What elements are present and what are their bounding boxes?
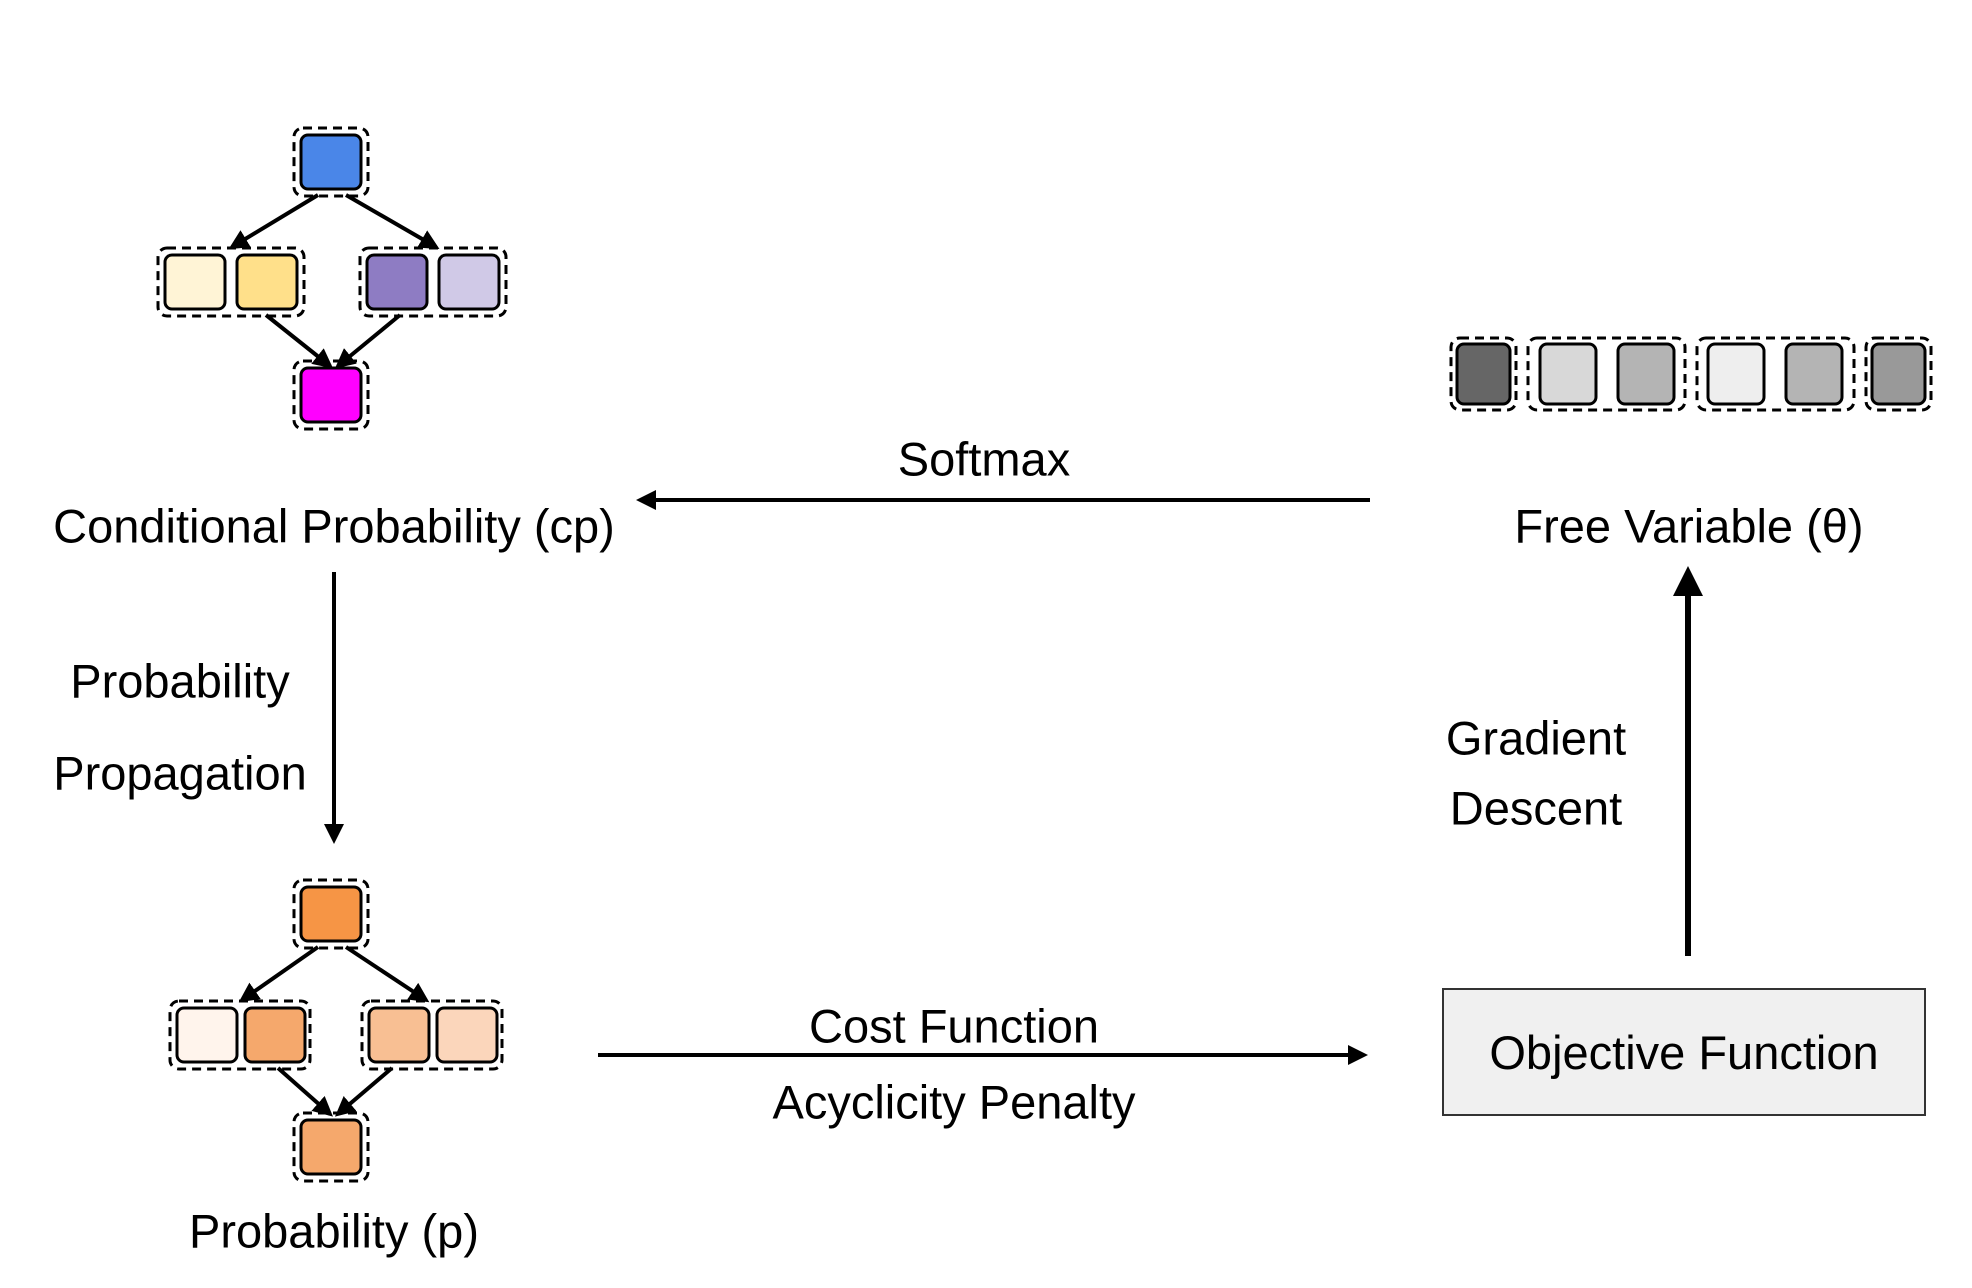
cp-edge-right-leaf <box>334 313 402 369</box>
acyclicity-penalty-label: Acyclicity Penalty <box>772 1075 1136 1129</box>
cost-function-label: Cost Function <box>809 999 1099 1053</box>
p-right-group <box>360 999 504 1071</box>
objective-function-label: Objective Function <box>1489 1025 1879 1079</box>
cp-right-node-a <box>365 253 429 311</box>
cp-root-group <box>292 126 370 198</box>
p-root-group <box>292 878 370 950</box>
cp-edge-left-leaf <box>264 313 334 369</box>
p-left-node-a <box>175 1006 239 1064</box>
p-edge-root-left <box>238 945 320 1003</box>
theta-group-4 <box>1864 336 1933 412</box>
p-left-group <box>168 999 312 1071</box>
propagation-label-line1: Probability <box>70 654 290 708</box>
p-leaf-node <box>299 1118 363 1176</box>
theta-group-3 <box>1695 336 1856 412</box>
theta-cell-5 <box>1784 342 1844 406</box>
cp-root-node <box>299 133 363 191</box>
p-root-node <box>299 885 363 943</box>
theta-cell-1 <box>1455 342 1512 406</box>
p-edge-right-leaf <box>334 1066 394 1117</box>
theta-cell-2 <box>1538 342 1598 406</box>
p-graph <box>168 878 504 1183</box>
theta-cell-4 <box>1706 342 1766 406</box>
free-variable-label: Free Variable (θ) <box>1514 499 1864 553</box>
cp-edge-root-right <box>344 193 440 250</box>
cp-edge-root-left <box>228 193 320 250</box>
theta-group-2 <box>1526 336 1687 412</box>
p-right-node-b <box>435 1006 499 1064</box>
conditional-probability-label: Conditional Probability (cp) <box>53 499 615 553</box>
theta-group-1 <box>1449 336 1518 412</box>
cp-right-group <box>358 246 508 318</box>
p-edge-root-right <box>344 945 430 1003</box>
softmax-label: Softmax <box>897 432 1071 486</box>
cp-left-node-b <box>235 253 299 311</box>
cp-leaf-node <box>299 366 363 424</box>
cp-graph <box>156 126 508 431</box>
cp-leaf-group <box>292 359 370 431</box>
p-right-node-a <box>367 1006 431 1064</box>
propagation-label-line2: Propagation <box>53 746 307 800</box>
objective-function-box: Objective Function <box>1442 988 1926 1116</box>
gradient-label-line1: Gradient <box>1445 711 1627 765</box>
gradient-label-line2: Descent <box>1449 781 1623 835</box>
p-edge-left-leaf <box>276 1066 333 1117</box>
cp-left-node-a <box>163 253 227 311</box>
theta-cell-6 <box>1870 342 1927 406</box>
cp-right-node-b <box>437 253 501 311</box>
theta-vector <box>1449 336 1933 412</box>
cp-left-group <box>156 246 306 318</box>
theta-cell-3 <box>1616 342 1676 406</box>
probability-label: Probability (p) <box>189 1204 479 1258</box>
p-left-node-b <box>243 1006 307 1064</box>
p-leaf-group <box>292 1111 370 1183</box>
